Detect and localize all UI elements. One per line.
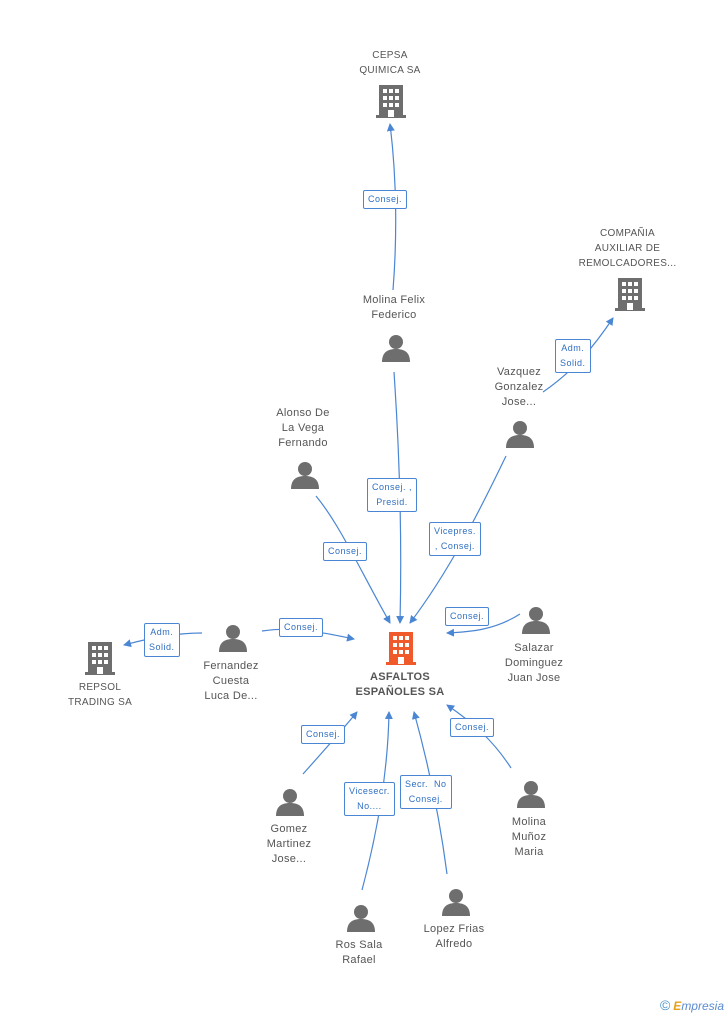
vazquez-label-line: Gonzalez	[494, 381, 544, 393]
alonso-label[interactable]: Alonso De La Vega Fernando	[258, 406, 348, 451]
molina-felix-label-line: Federico	[371, 309, 417, 321]
cepsa-label-line: QUIMICA SA	[359, 65, 421, 76]
repsol-label-line: REPSOL	[78, 682, 122, 693]
gomez-label-line: Martinez	[266, 838, 312, 850]
edge-label-vicesecr[interactable]: Vicesecr. No....	[344, 782, 395, 816]
salazar-label-line: Dominguez	[504, 657, 564, 669]
edge-label-line: Vicesecr.	[349, 786, 390, 796]
compania-label-line: AUXILIAR DE	[594, 243, 661, 254]
gomez-label[interactable]: Gomez Martinez Jose...	[244, 822, 334, 867]
edge-label-line: Consej.	[284, 622, 319, 632]
edge-label-line: Secr. No	[405, 779, 447, 789]
alonso-label-line: La Vega	[281, 422, 325, 434]
molina-munoz-person-icon[interactable]	[517, 781, 545, 808]
edge-label-adm-repsol[interactable]: Adm. Solid.	[144, 623, 180, 657]
molina-felix-label-line: Molina Felix	[362, 294, 426, 306]
copyright-notice: ©Empresia	[660, 997, 724, 1013]
alonso-label-line: Alonso De	[276, 407, 330, 419]
edge-label-line: Consej.	[368, 194, 403, 204]
cepsa-label[interactable]: CEPSA QUIMICA SA	[340, 48, 440, 78]
edge-label-secr[interactable]: Secr. No Consej.	[400, 775, 452, 809]
cepsa-label-line: CEPSA	[372, 50, 408, 61]
edge-label-line: Consej. ,	[372, 482, 413, 492]
repsol-label[interactable]: REPSOL TRADING SA	[50, 680, 150, 710]
molina-munoz-label-line: Maria	[514, 846, 544, 858]
lopez-label[interactable]: Lopez Frias Alfredo	[406, 922, 502, 952]
edge-label-line: Adm.	[561, 343, 585, 353]
edge-label-consej-cepsa[interactable]: Consej.	[363, 190, 408, 209]
repsol-label-line: TRADING SA	[67, 697, 133, 708]
edge-label-consej-salazar[interactable]: Consej.	[445, 607, 490, 626]
edge-label-line: Consej.	[455, 722, 490, 732]
alonso-label-line: Fernando	[278, 437, 328, 449]
fernandez-person-icon[interactable]	[219, 625, 247, 652]
ros-label-line: Ros Sala	[335, 939, 383, 951]
edge-label-consej-alonso[interactable]: Consej.	[323, 542, 368, 561]
salazar-label[interactable]: Salazar Dominguez Juan Jose	[486, 641, 582, 686]
edge-label-vicepres[interactable]: Vicepres. , Consej.	[429, 522, 481, 556]
fernandez-label-line: Cuesta	[212, 675, 250, 687]
ros-person-icon[interactable]	[347, 905, 375, 932]
edge-label-line: Consej.	[328, 546, 363, 556]
edge-label-consej-molina-munoz[interactable]: Consej.	[450, 718, 495, 737]
compania-label[interactable]: COMPAÑIA AUXILIAR DE REMOLCADORES...	[565, 226, 690, 271]
edge-label-consej-gomez[interactable]: Consej.	[301, 725, 346, 744]
edge-gomez-center	[302, 711, 358, 775]
vazquez-label-line: Vazquez	[496, 366, 542, 378]
gomez-person-icon[interactable]	[276, 789, 304, 816]
edge-label-consej-fernandez[interactable]: Consej.	[279, 618, 324, 637]
molina-felix-label[interactable]: Molina Felix Federico	[340, 293, 448, 323]
gomez-label-line: Gomez	[270, 823, 308, 835]
molina-munoz-label-line: Molina	[511, 816, 547, 828]
compania-label-line: REMOLCADORES...	[578, 258, 677, 269]
vazquez-person-icon[interactable]	[506, 421, 534, 448]
edge-salazar-center	[446, 613, 521, 637]
edge-label-line: No....	[357, 801, 382, 811]
copyright-icon: ©	[659, 997, 671, 1013]
center-company-label[interactable]: ASFALTOS ESPAÑOLES SA	[335, 670, 465, 700]
edge-label-consej-presid[interactable]: Consej. , Presid.	[367, 478, 418, 512]
molina-felix-person-icon[interactable]	[382, 335, 410, 362]
vazquez-label-line: Jose...	[501, 396, 537, 408]
vazquez-label[interactable]: Vazquez Gonzalez Jose...	[474, 365, 564, 410]
ros-label-line: Rafael	[342, 954, 376, 966]
fernandez-label-line: Luca De...	[204, 690, 258, 702]
molina-munoz-label[interactable]: Molina Muñoz Maria	[484, 815, 574, 860]
edge-molina-felix-cepsa	[386, 123, 397, 291]
edge-label-line: , Consej.	[434, 541, 475, 551]
lopez-person-icon[interactable]	[442, 889, 470, 916]
edge-label-line: Consej.	[408, 794, 443, 804]
salazar-label-line: Juan Jose	[507, 672, 561, 684]
center-label-line: ASFALTOS	[369, 671, 431, 683]
lopez-label-line: Alfredo	[435, 938, 473, 950]
salazar-label-line: Salazar	[514, 642, 554, 654]
center-label-line: ESPAÑOLES SA	[355, 686, 445, 698]
edge-label-line: Consej.	[450, 611, 485, 621]
alonso-person-icon[interactable]	[291, 462, 319, 489]
ros-label[interactable]: Ros Sala Rafael	[314, 938, 404, 968]
fernandez-label-line: Fernandez	[203, 660, 259, 672]
edge-label-line: Solid.	[560, 358, 586, 368]
edge-label-line: Solid.	[149, 642, 175, 652]
lopez-label-line: Lopez Frias	[423, 923, 485, 935]
edge-label-line: Vicepres.	[434, 526, 476, 536]
salazar-person-icon[interactable]	[522, 607, 550, 634]
molina-munoz-label-line: Muñoz	[511, 831, 547, 843]
fernandez-label[interactable]: Fernandez Cuesta Luca De...	[186, 659, 276, 704]
brand-logo-letter: E	[673, 999, 682, 1013]
brand-name: mpresia	[681, 999, 724, 1013]
edge-label-line: Adm.	[150, 627, 174, 637]
compania-label-line: COMPAÑIA	[600, 228, 655, 239]
edge-label-adm-compania[interactable]: Adm. Solid.	[555, 339, 591, 373]
edge-label-line: Presid.	[376, 497, 408, 507]
gomez-label-line: Jose...	[271, 853, 307, 865]
edge-label-line: Consej.	[306, 729, 341, 739]
